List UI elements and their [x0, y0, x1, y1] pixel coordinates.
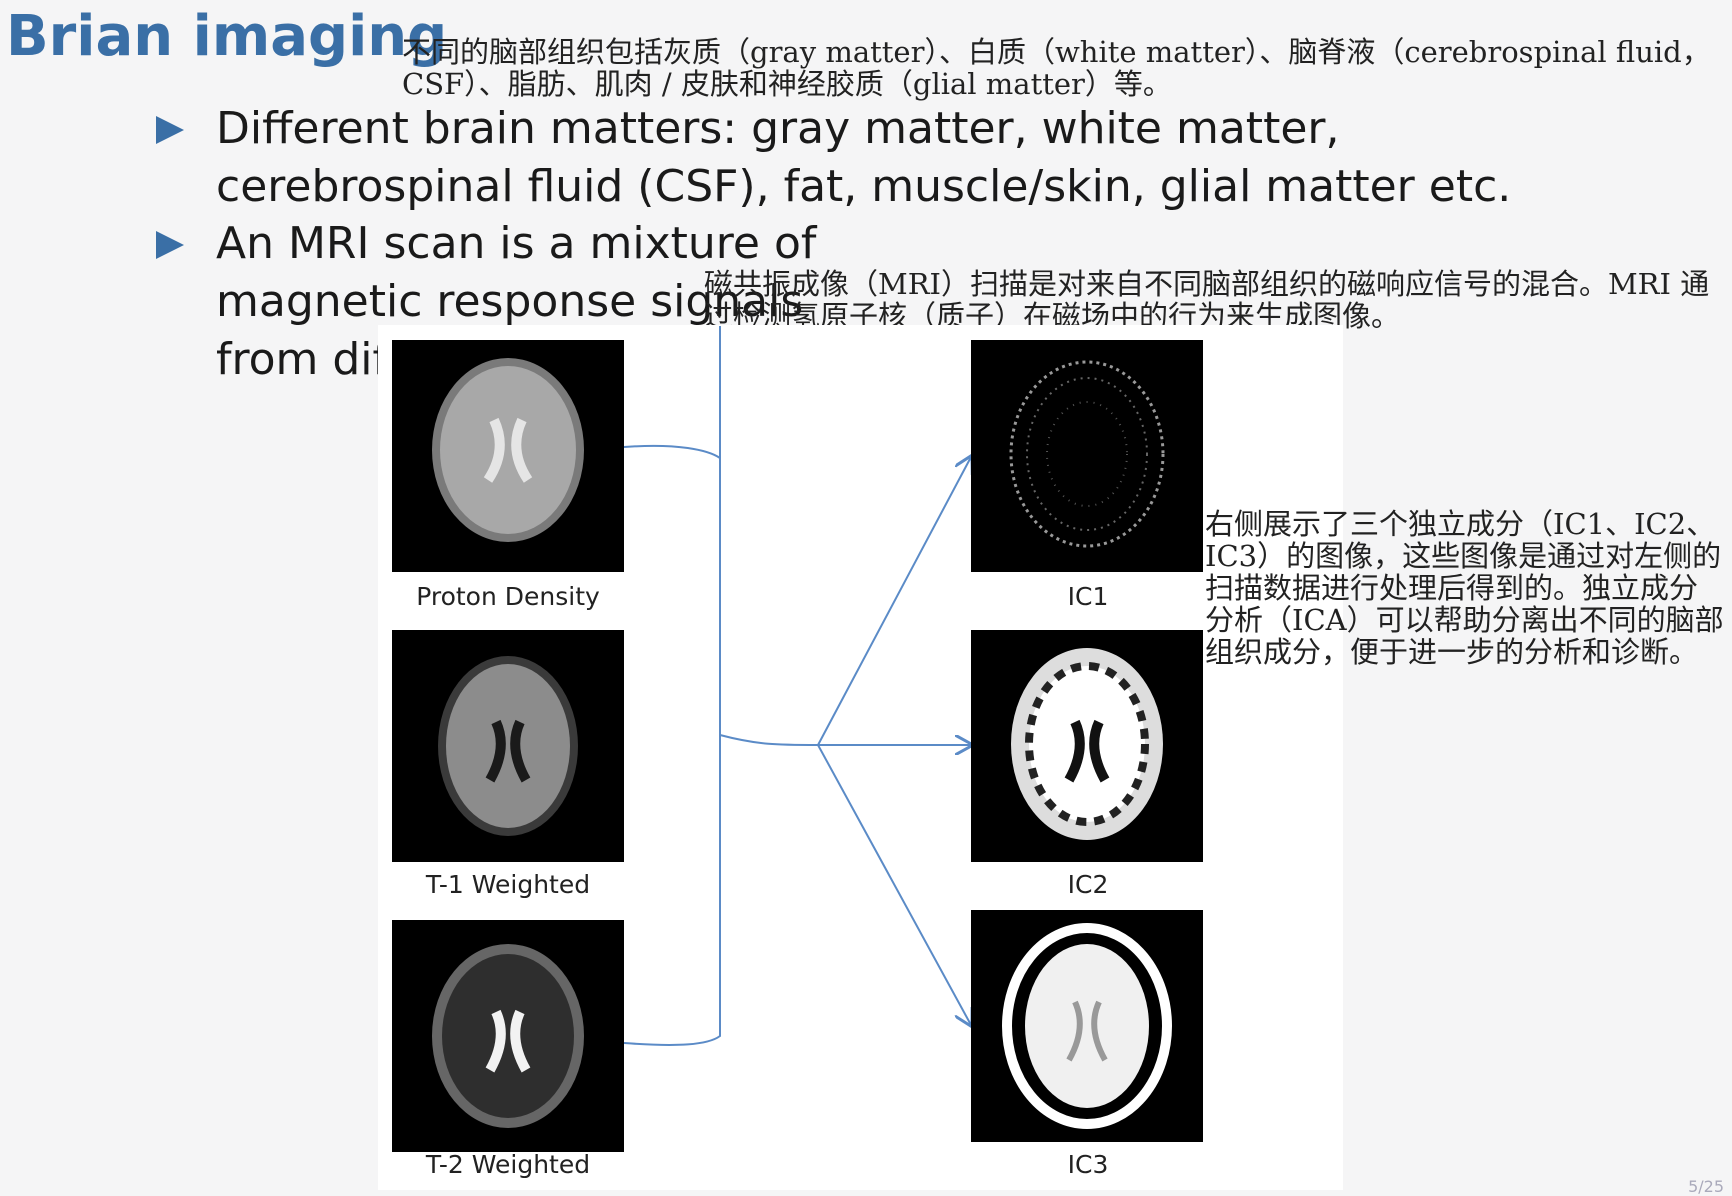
scan-label-ic3: IC3: [1067, 1150, 1109, 1179]
translation-note-ic: 右侧展示了三个独立成分（IC1、IC2、IC3）的图像，这些图像是通过对左侧的扫…: [1205, 507, 1724, 669]
arrow-to-ic1: [817, 457, 971, 746]
input-bracket: [623, 326, 721, 1046]
scan-label-ic2: IC2: [1067, 870, 1109, 899]
ic1-scan: [971, 340, 1203, 572]
scan-label-t1-weighted: T-1 Weighted: [425, 870, 591, 899]
arrow-to-ic3: [817, 744, 971, 1025]
ic2-scan: [971, 630, 1203, 862]
bullet-triangle-icon: [156, 116, 184, 144]
ic3-scan: [971, 910, 1203, 1142]
scan-label-t2-weighted: T-2 Weighted: [425, 1150, 591, 1179]
scan-label-proton-density: Proton Density: [416, 582, 600, 611]
bullet-triangle-icon: [156, 231, 184, 259]
ica-figure: Proton Density T-1 Weighted T-2 Weighted…: [378, 325, 1343, 1190]
translation-note-top: 不同的脑部组织包括灰质（gray matter）、白质（white matter…: [402, 35, 1711, 101]
bullet-text: Different brain matters: gray matter, wh…: [216, 103, 1512, 212]
t1-weighted-scan: [392, 630, 624, 862]
translation-note-mri: 磁共振成像（MRI）扫描是对来自不同脑部组织的磁响应信号的混合。MRI 通过检测…: [704, 267, 1710, 333]
scan-label-ic1: IC1: [1067, 582, 1109, 611]
proton-density-scan: [392, 340, 624, 572]
t2-weighted-scan: [392, 920, 624, 1152]
page-number: 5/25: [1688, 1177, 1724, 1196]
connector-arrows: [623, 326, 1343, 1046]
slide-title: Brian imaging: [6, 4, 448, 69]
bullet-item-brain-matters: Different brain matters: gray matter, wh…: [156, 100, 1576, 216]
bracket-arrow-stem: [719, 734, 819, 746]
